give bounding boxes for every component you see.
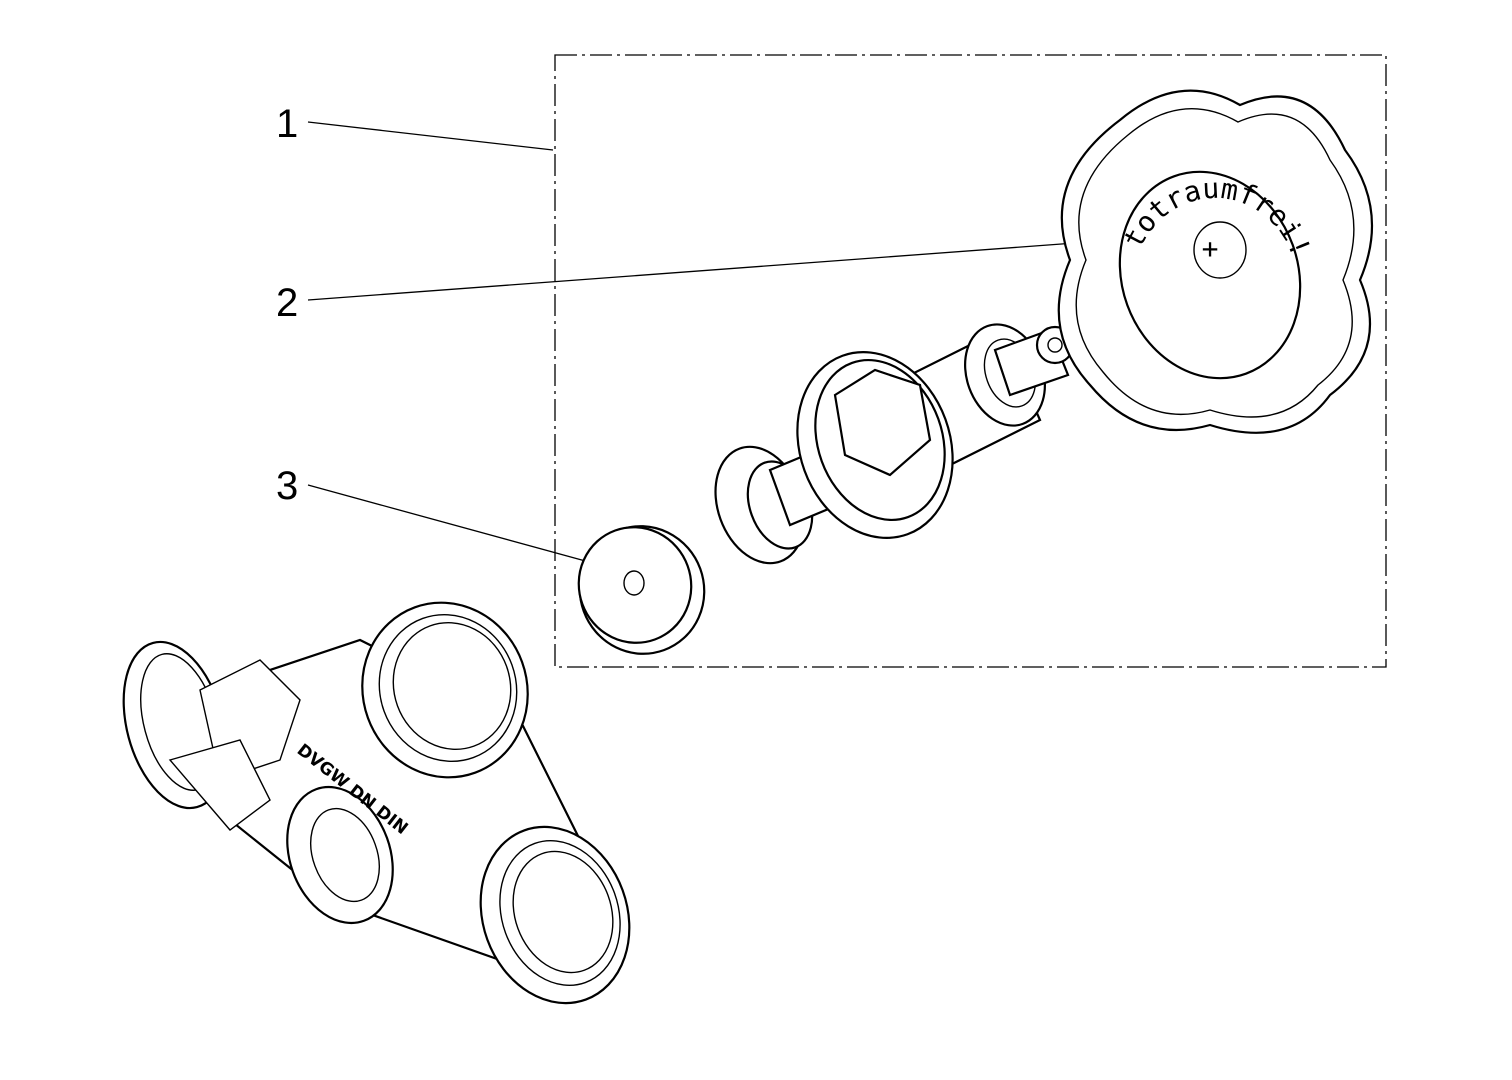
callout-number: 1 bbox=[276, 102, 298, 146]
assembly-group-frame bbox=[554, 54, 1387, 668]
callout-number: 2 bbox=[276, 281, 298, 325]
callout-2: 2 bbox=[276, 242, 1076, 325]
callout-1: 1 bbox=[276, 102, 554, 151]
leader-line bbox=[307, 484, 601, 566]
leader-line bbox=[307, 242, 1076, 301]
callout-3: 3 bbox=[276, 464, 601, 566]
valve-body: DVGW DN DIN bbox=[122, 601, 631, 1005]
callout-number: 3 bbox=[276, 464, 298, 508]
spindle-with-nut bbox=[796, 323, 1075, 539]
screw-cross-icon: + bbox=[1202, 232, 1219, 265]
leader-line bbox=[307, 121, 554, 151]
seal-disc bbox=[577, 525, 706, 655]
handwheel-top-part: + totraumfrei! bbox=[1057, 89, 1374, 434]
